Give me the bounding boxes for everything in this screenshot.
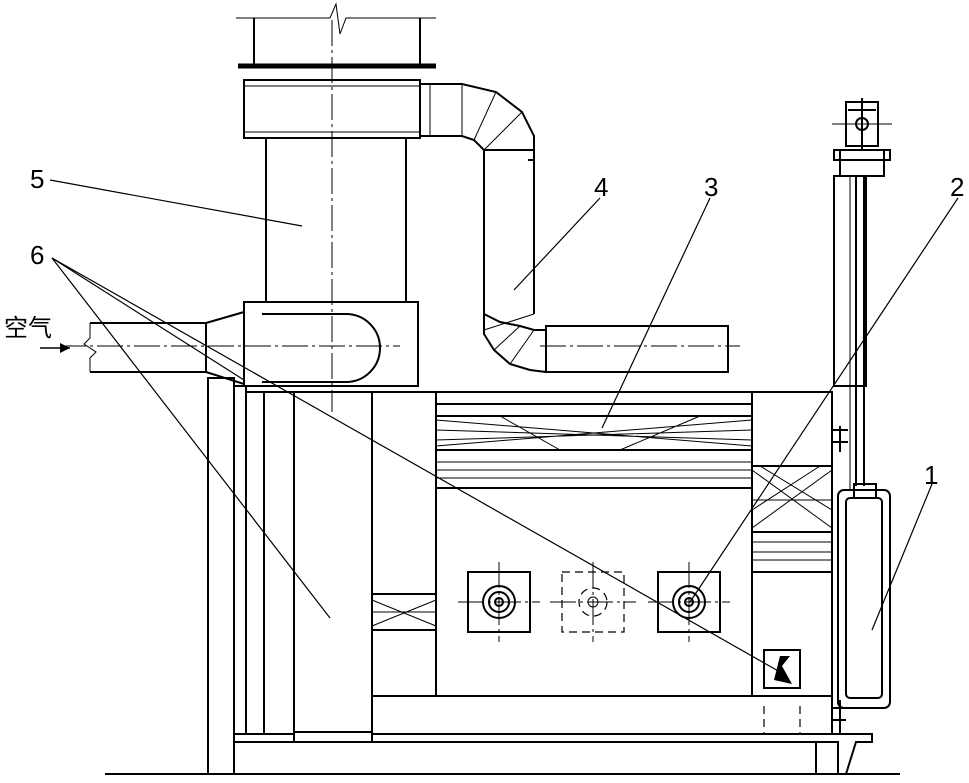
air-channel (293, 391, 373, 743)
leader-6c (51, 257, 245, 381)
burner-middle (550, 562, 636, 642)
leader-5 (49, 179, 303, 227)
door-mechanism (832, 98, 892, 775)
leader-6b (51, 257, 331, 619)
label-part-3: 3 (704, 172, 718, 202)
label-part-1: 1 (924, 460, 938, 490)
hearth (233, 695, 839, 775)
air-inlet-pipe (40, 310, 400, 386)
label-part-4: 4 (594, 172, 608, 202)
recuperator-pipe (420, 83, 740, 373)
label-part-6: 6 (30, 240, 44, 270)
chimney-stack (236, 2, 436, 387)
burner-left (458, 562, 540, 642)
leader-2 (689, 197, 959, 603)
label-part-5: 5 (30, 164, 44, 194)
leader-1 (871, 483, 933, 631)
leader-3 (601, 197, 711, 429)
leader-6a (51, 257, 781, 673)
label-air: 空气 (4, 315, 52, 342)
burner-right (648, 562, 730, 642)
leader-lines (49, 179, 959, 673)
leader-4 (513, 197, 601, 291)
label-part-2: 2 (950, 172, 964, 202)
left-wall (207, 377, 437, 775)
